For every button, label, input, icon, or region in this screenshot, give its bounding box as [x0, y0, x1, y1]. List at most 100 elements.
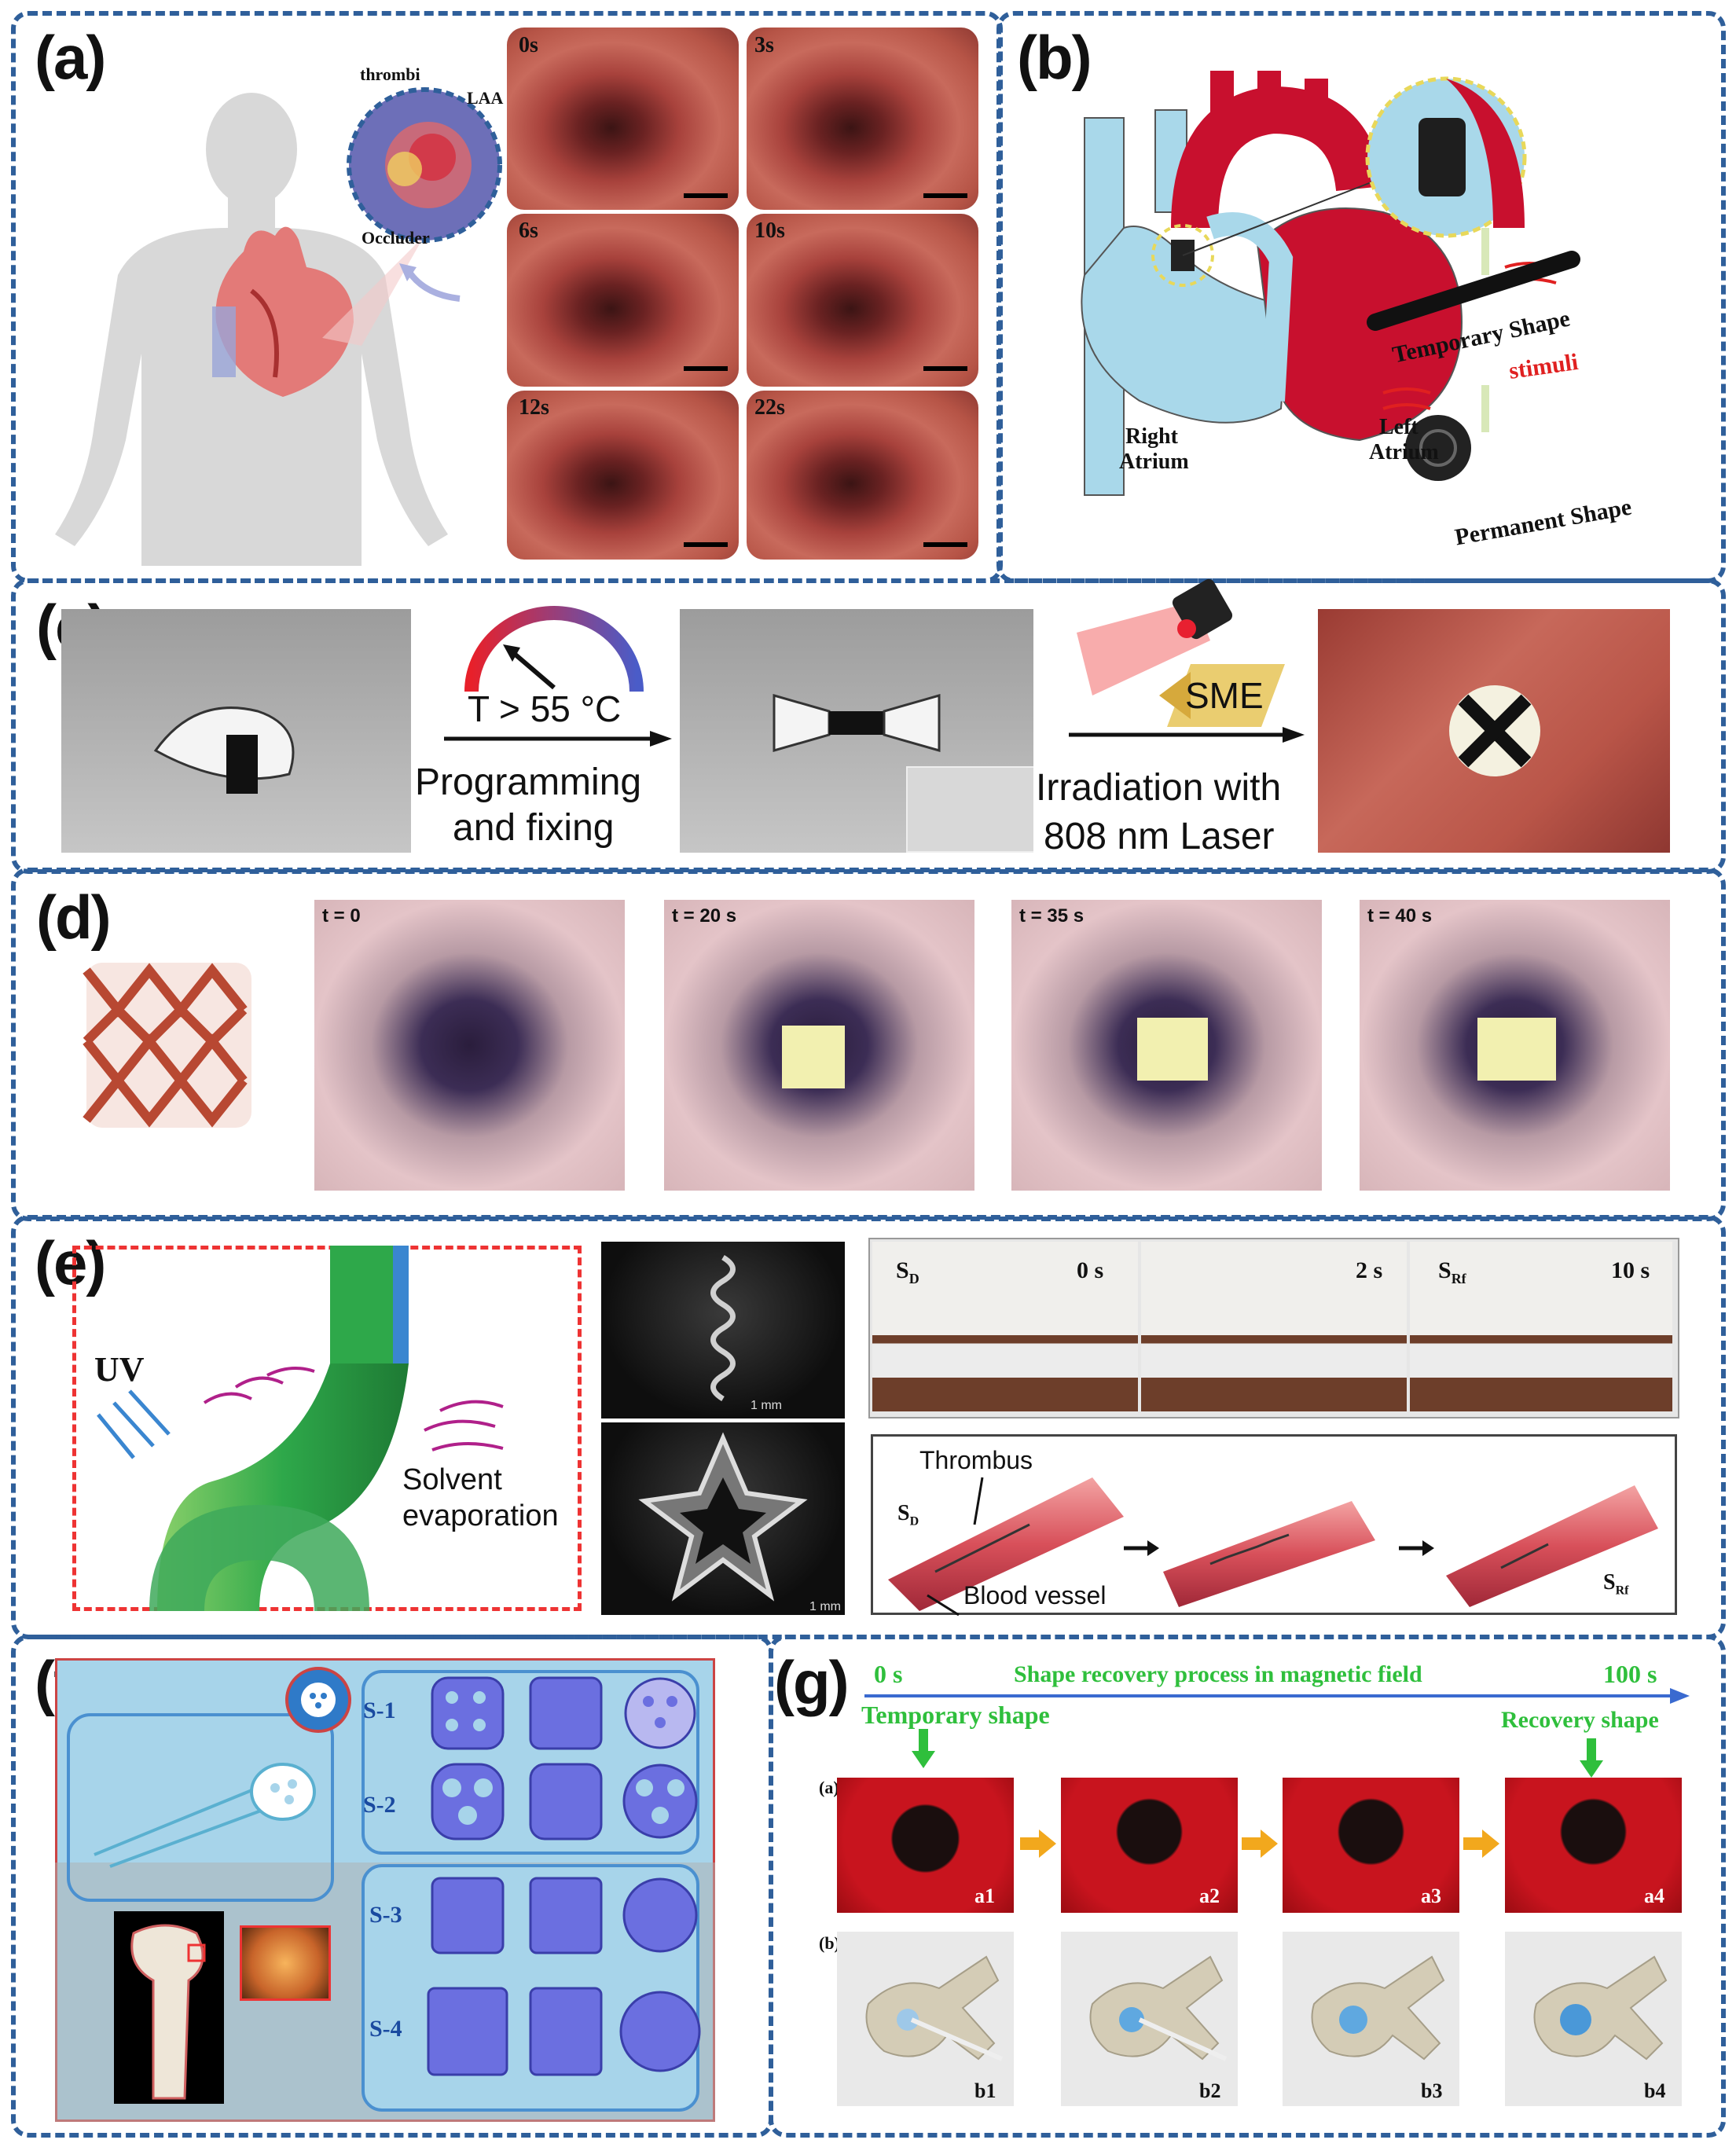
- photo-a-6s: [507, 214, 739, 387]
- arrow-programming: [444, 731, 672, 747]
- scalebar: [684, 193, 728, 198]
- label-scale-star: 1 mm: [809, 1600, 841, 1613]
- label-right-atrium-2: Atrium: [1119, 450, 1189, 474]
- label-row-a: (a): [819, 1778, 839, 1797]
- device-core: [782, 1026, 845, 1088]
- deployed-occluder: [1449, 685, 1540, 776]
- femur-bone: [130, 1924, 206, 2100]
- frame-d-t40: t = 40 s: [1367, 905, 1433, 927]
- panel-g-label: (g): [774, 1648, 850, 1717]
- sme-arrow-shape: [1159, 664, 1285, 727]
- heart-diagram: [1081, 71, 1580, 496]
- scalebar: [923, 366, 967, 371]
- orange-arrow: [1242, 1830, 1278, 1858]
- folded-occluder: [153, 706, 295, 794]
- frame-a-6s: 6s: [519, 218, 538, 243]
- printing-schematic: [97, 1246, 504, 1611]
- helix-structure: [710, 1254, 736, 1402]
- panel-d-label: (d): [36, 883, 112, 952]
- photo-c-programmed: [680, 609, 1033, 853]
- label-recovery: Recovery shape: [1501, 1707, 1659, 1733]
- label-row-b: (b): [819, 1933, 840, 1953]
- photo-g-a2: [1061, 1778, 1238, 1913]
- label-sme: SME: [1185, 675, 1264, 716]
- label-occluder: Occluder: [362, 228, 430, 248]
- frame-d-t0: t = 0: [322, 905, 361, 927]
- vertebra-b3: [1311, 1955, 1445, 2061]
- scaffold-renders: [427, 1676, 701, 2076]
- vertebra-b2: [1089, 1955, 1228, 2061]
- stent-lattice: [83, 963, 251, 1128]
- tag-b3: b3: [1421, 2079, 1443, 2102]
- scalebar: [684, 542, 728, 547]
- photo-a-0s: [507, 28, 739, 210]
- label-time-10s: 10 s: [1611, 1257, 1650, 1283]
- tag-b2: b2: [1199, 2079, 1221, 2102]
- label-and-fixing: and fixing: [453, 807, 615, 849]
- programmed-occluder: [773, 694, 941, 752]
- photo-c-initial: [61, 609, 411, 853]
- label-time-2s: 2 s: [1356, 1257, 1383, 1283]
- inset-tube: [906, 766, 1033, 853]
- timeline-arrow: [864, 1688, 1690, 1704]
- thermometer-gauge: [464, 606, 644, 692]
- label-right-atrium-1: Right: [1125, 424, 1178, 449]
- label-laa: LAA: [467, 88, 504, 108]
- tag-b1: b1: [974, 2079, 996, 2102]
- bone-cylinder: [94, 1763, 316, 1868]
- label-uv: UV: [94, 1350, 145, 1389]
- frame-a-3s: 3s: [754, 33, 774, 57]
- sem-helix: [601, 1242, 845, 1418]
- label-scale-helix: 1 mm: [751, 1399, 782, 1412]
- label-g-title: Shape recovery process in magnetic field: [1014, 1661, 1422, 1687]
- label-temporary: Temporary shape: [861, 1701, 1050, 1729]
- photo-g-a4: [1505, 1778, 1682, 1913]
- pore-callout-icon: [285, 1667, 351, 1733]
- photo-d-t20: [664, 900, 974, 1191]
- label-s2: S-2: [363, 1792, 396, 1818]
- tag-a4: a4: [1644, 1885, 1664, 1907]
- label-sd-photo: SD: [896, 1257, 919, 1286]
- tag-b4: b4: [1644, 2079, 1666, 2102]
- label-left-atrium-1: Left: [1379, 415, 1419, 439]
- label-srf-photo: SRf: [1438, 1257, 1466, 1286]
- heart-illustration: [212, 226, 354, 397]
- label-srf-diagram: SRf: [1603, 1570, 1629, 1598]
- sem-star: [601, 1422, 845, 1615]
- star-structure: [638, 1432, 808, 1602]
- thrombus-diagram-frame: [871, 1434, 1677, 1615]
- scalebar: [923, 542, 967, 547]
- laser-illustration: [1077, 578, 1233, 695]
- device-core: [1137, 1018, 1208, 1081]
- photo-a-3s: [747, 28, 978, 210]
- tag-a3: a3: [1421, 1885, 1441, 1907]
- frame-d-t35: t = 35 s: [1019, 905, 1085, 927]
- vertebra-b4: [1533, 1955, 1668, 2061]
- frame-a-12s: 12s: [519, 395, 549, 420]
- label-s3: S-3: [369, 1902, 402, 1928]
- device-core: [1477, 1018, 1556, 1081]
- arrow-irradiation: [1069, 727, 1305, 743]
- label-g-start: 0 s: [874, 1660, 903, 1688]
- frame-a-22s: 22s: [754, 395, 785, 420]
- photo-c-deployed: [1318, 609, 1670, 853]
- photo-d-t0: [314, 900, 625, 1191]
- frame-d-t20: t = 20 s: [672, 905, 737, 927]
- label-s4: S-4: [369, 2016, 402, 2042]
- scalebar: [684, 366, 728, 371]
- green-down-arrow-left: [912, 1729, 935, 1768]
- photo-d-t35: [1011, 900, 1322, 1191]
- label-thrombi: thrombi: [360, 64, 420, 84]
- label-808nm-laser: 808 nm Laser: [1044, 816, 1275, 857]
- curved-arrow: [399, 263, 461, 302]
- vertebra-b1: [865, 1955, 1004, 2061]
- frame-a-0s: 0s: [519, 33, 538, 57]
- photo-g-a1: [837, 1778, 1014, 1913]
- photo-g-a3: [1283, 1778, 1459, 1913]
- frame-a-10s: 10s: [754, 218, 785, 243]
- orange-arrow: [1463, 1830, 1499, 1858]
- panel-g: [769, 1635, 1726, 2138]
- photo-a-10s: [747, 214, 978, 387]
- scalebar: [923, 193, 967, 198]
- label-sd-diagram: SD: [897, 1501, 919, 1529]
